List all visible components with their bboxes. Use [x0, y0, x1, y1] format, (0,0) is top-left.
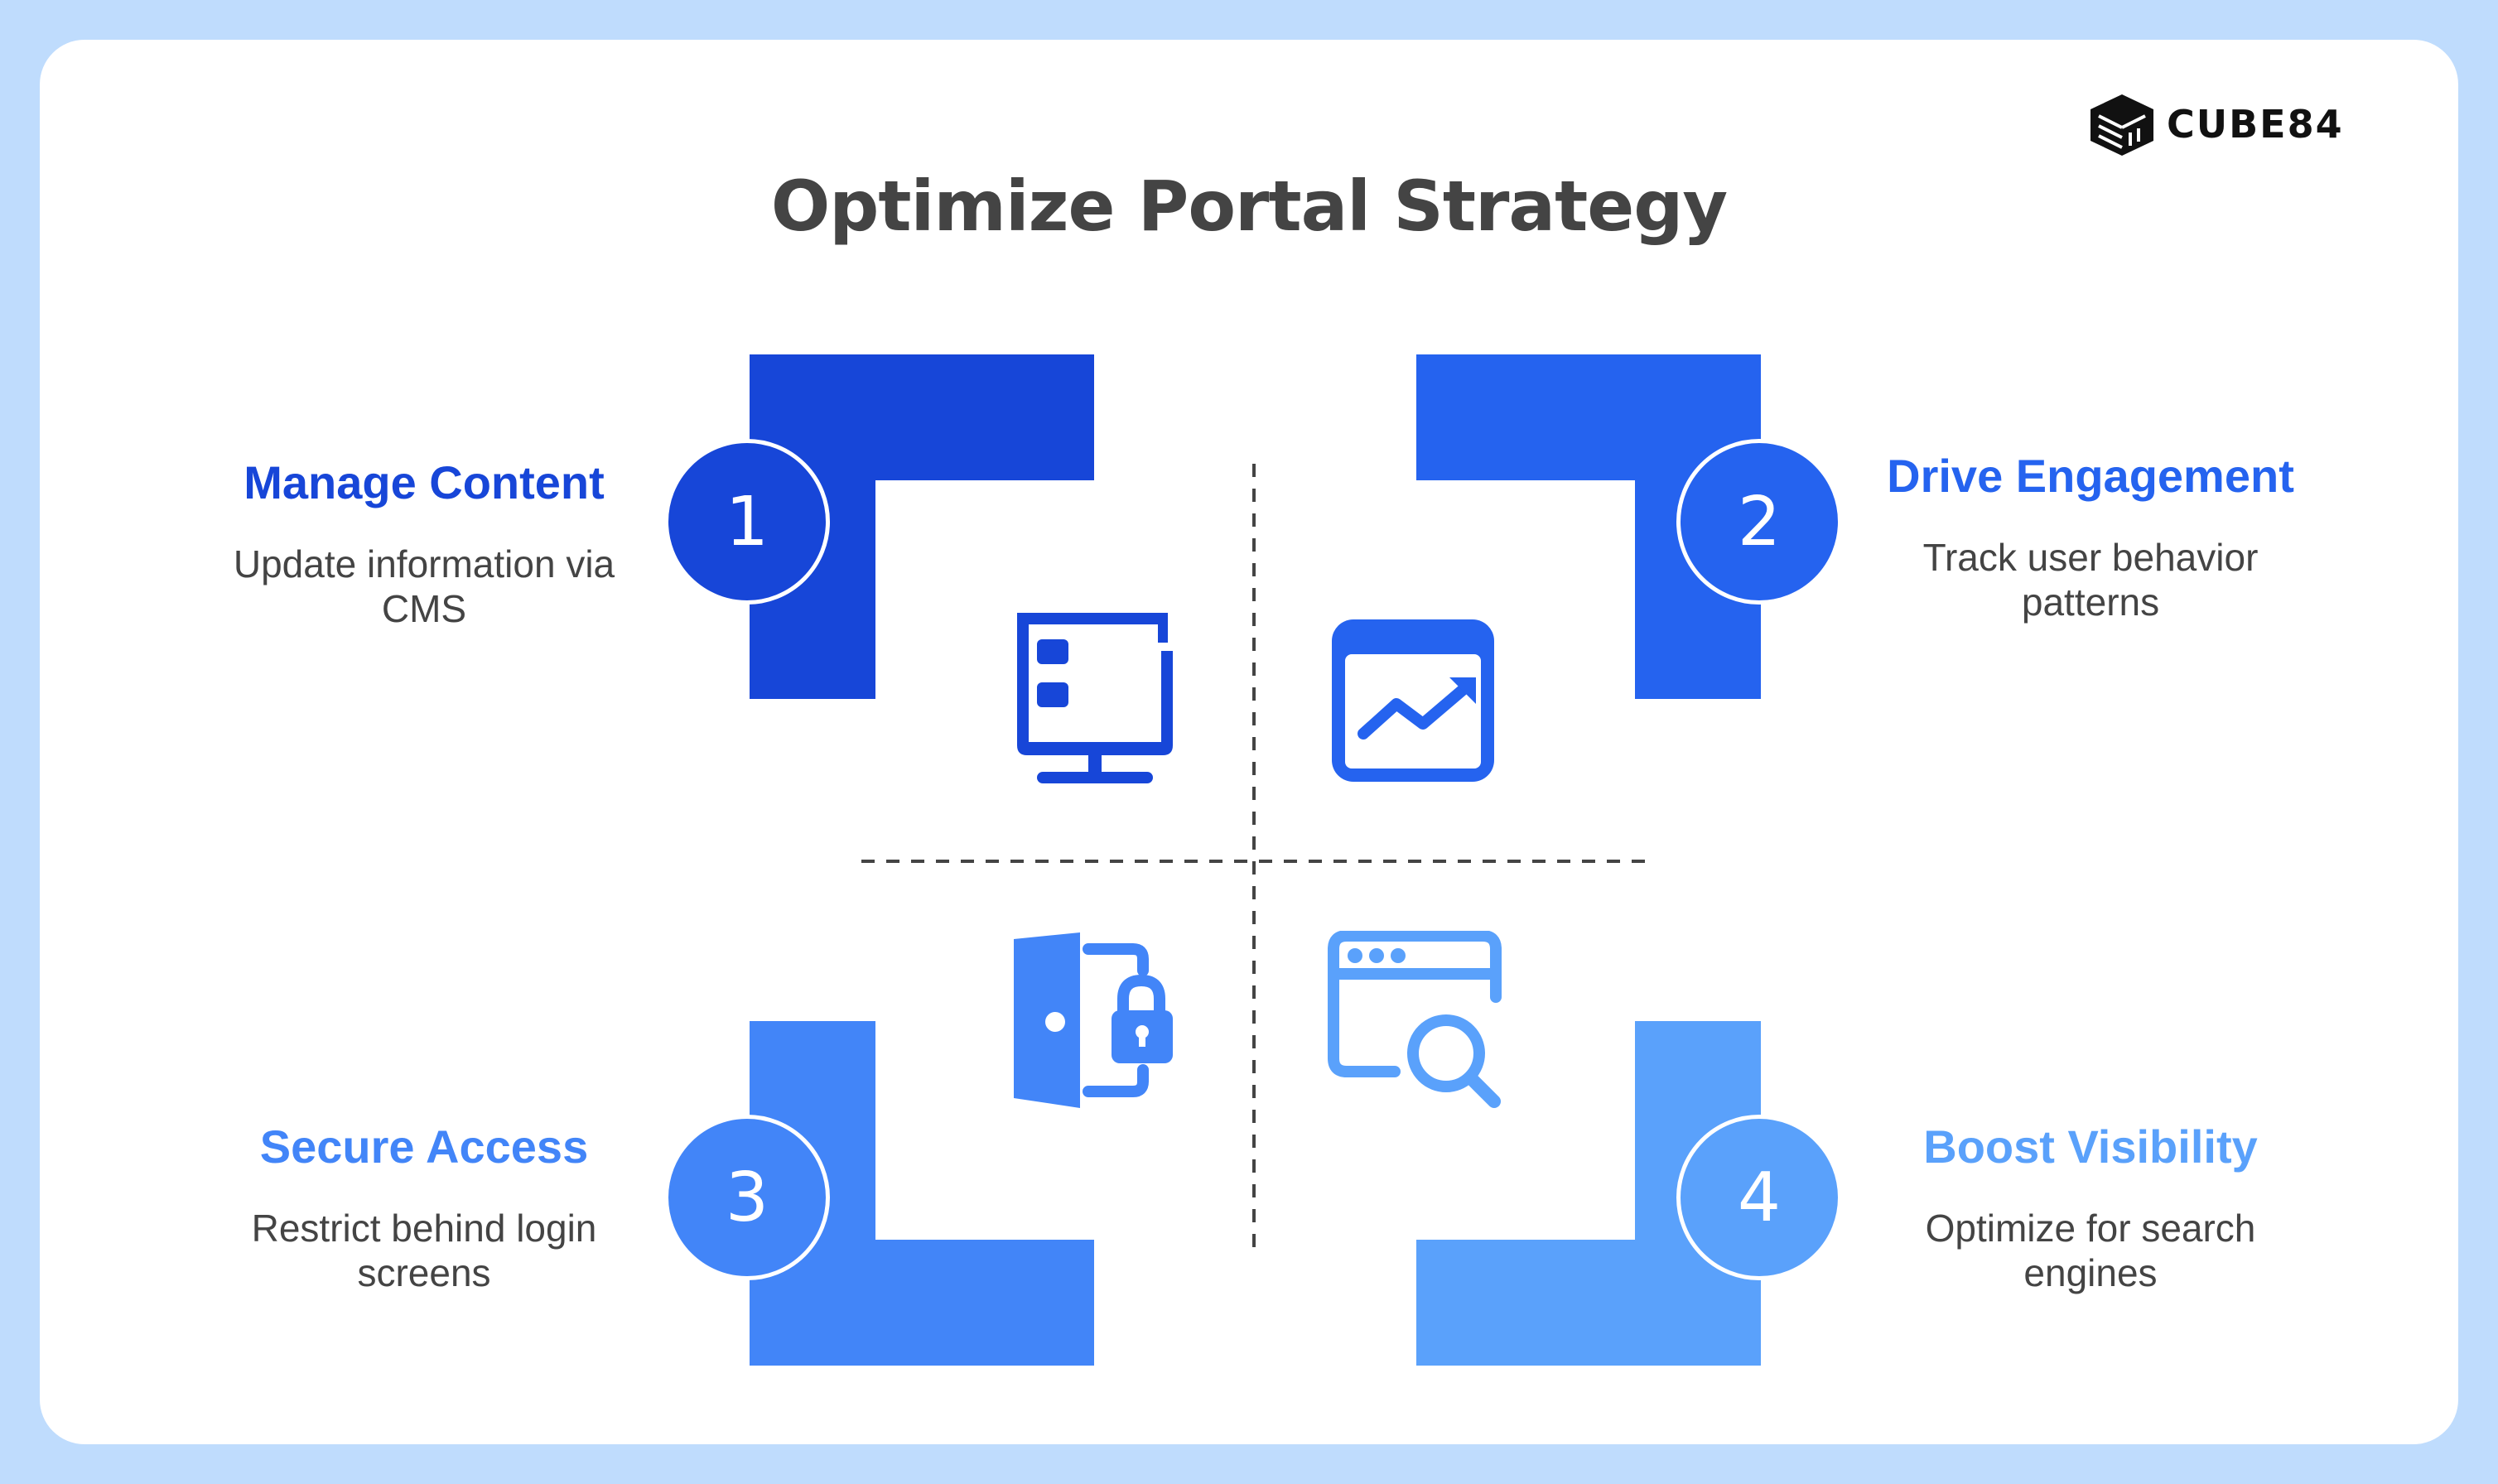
page-title: Optimize Portal Strategy — [770, 166, 1728, 247]
monitor-dashboard-icon — [1017, 613, 1173, 783]
step-2-title: Drive Engagement — [1887, 450, 2294, 502]
step-2-number: 2 — [1676, 439, 1842, 605]
cube-logo-icon — [2091, 94, 2153, 156]
step-2-description: Track user behavior patterns — [1922, 536, 2259, 624]
door-lock-icon — [1014, 932, 1173, 1108]
step-1-number: 1 — [664, 439, 830, 605]
step-1-bracket — [750, 354, 1094, 699]
step-3-bracket — [750, 1021, 1094, 1366]
step-3-description: Restrict behind login screens — [251, 1207, 597, 1294]
step-1-description: Update information via CMS — [233, 542, 615, 630]
horizontal-divider — [861, 860, 1656, 863]
step-3-number: 3 — [664, 1115, 830, 1280]
step-4-bracket — [1416, 1021, 1761, 1366]
step-4-number: 4 — [1676, 1115, 1842, 1280]
step-4-description: Optimize for search engines — [1925, 1207, 2256, 1294]
vertical-divider — [1252, 464, 1256, 1259]
brand-name: CUBE84 — [2167, 102, 2344, 147]
step-3-title: Secure Access — [259, 1120, 589, 1173]
step-1-title: Manage Content — [244, 456, 605, 508]
infographic-card — [40, 40, 2458, 1444]
step-2-bracket — [1416, 354, 1761, 699]
analytics-chart-icon — [1332, 619, 1494, 782]
search-browser-icon — [1328, 931, 1502, 1108]
brand-logo: CUBE84 — [2087, 91, 2344, 157]
step-4-title: Boost Visibility — [1923, 1120, 2258, 1173]
